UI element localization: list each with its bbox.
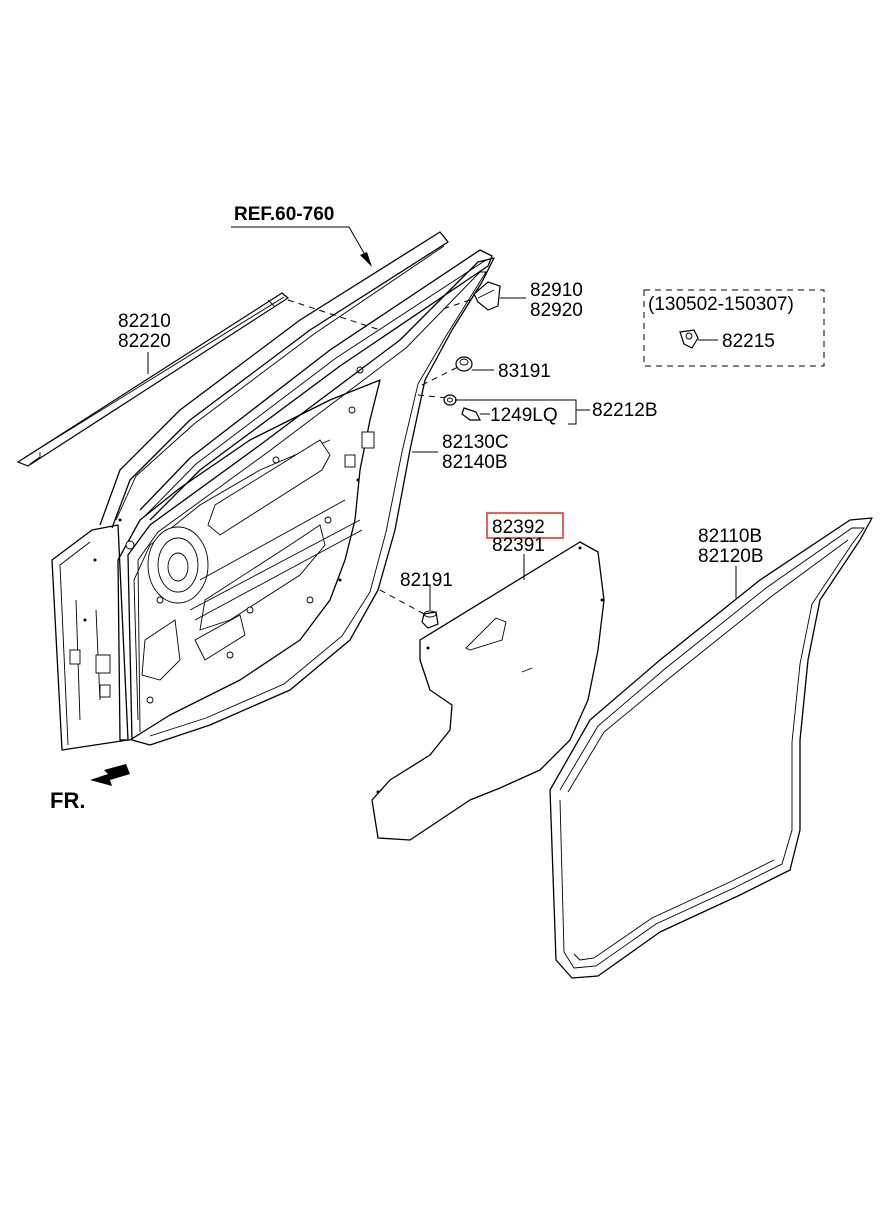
- label-82920: 82920: [530, 300, 583, 321]
- door-panel: [51, 231, 493, 751]
- highlight-box: [486, 512, 564, 539]
- label-82191: 82191: [400, 570, 453, 591]
- bracket: 82910 82920: [473, 280, 583, 321]
- front-arrow-icon: [90, 764, 130, 786]
- front-indicator: FR.: [50, 764, 130, 813]
- door-cover: 82392 82391: [371, 512, 605, 841]
- date-range-box: (130502-150307) 82215: [643, 289, 825, 367]
- ref-callout: REF.60-760: [231, 204, 372, 267]
- front-label: FR.: [50, 788, 85, 813]
- door-seal-inner: 82130C 82140B: [127, 257, 509, 746]
- ref-label: REF.60-760: [234, 204, 334, 225]
- door-weatherstrip-outer: 82110B 82120B: [549, 517, 873, 979]
- label-82130C: 82130C: [442, 432, 509, 453]
- label-82140B: 82140B: [442, 452, 508, 473]
- label-1249LQ: 1249LQ: [490, 405, 558, 426]
- label-83191: 83191: [498, 361, 551, 382]
- label-82215: 82215: [722, 331, 775, 352]
- label-82391: 82391: [492, 535, 545, 556]
- label-82910: 82910: [530, 280, 583, 301]
- label-82110B: 82110B: [698, 526, 762, 547]
- label-date-range: (130502-150307): [648, 294, 794, 315]
- label-82212B: 82212B: [592, 400, 658, 421]
- belt-weatherstrip-outer: 82210 82220: [16, 292, 290, 467]
- plug: 82191: [400, 570, 453, 629]
- label-82210: 82210: [118, 311, 171, 332]
- label-82392[interactable]: 82392: [492, 517, 545, 538]
- grommet: 83191: [455, 356, 551, 382]
- label-82120B: 82120B: [698, 546, 764, 567]
- label-82220: 82220: [118, 331, 171, 352]
- assembly-lines: [287, 299, 471, 616]
- clip-group: 1249LQ 82212B: [443, 394, 658, 426]
